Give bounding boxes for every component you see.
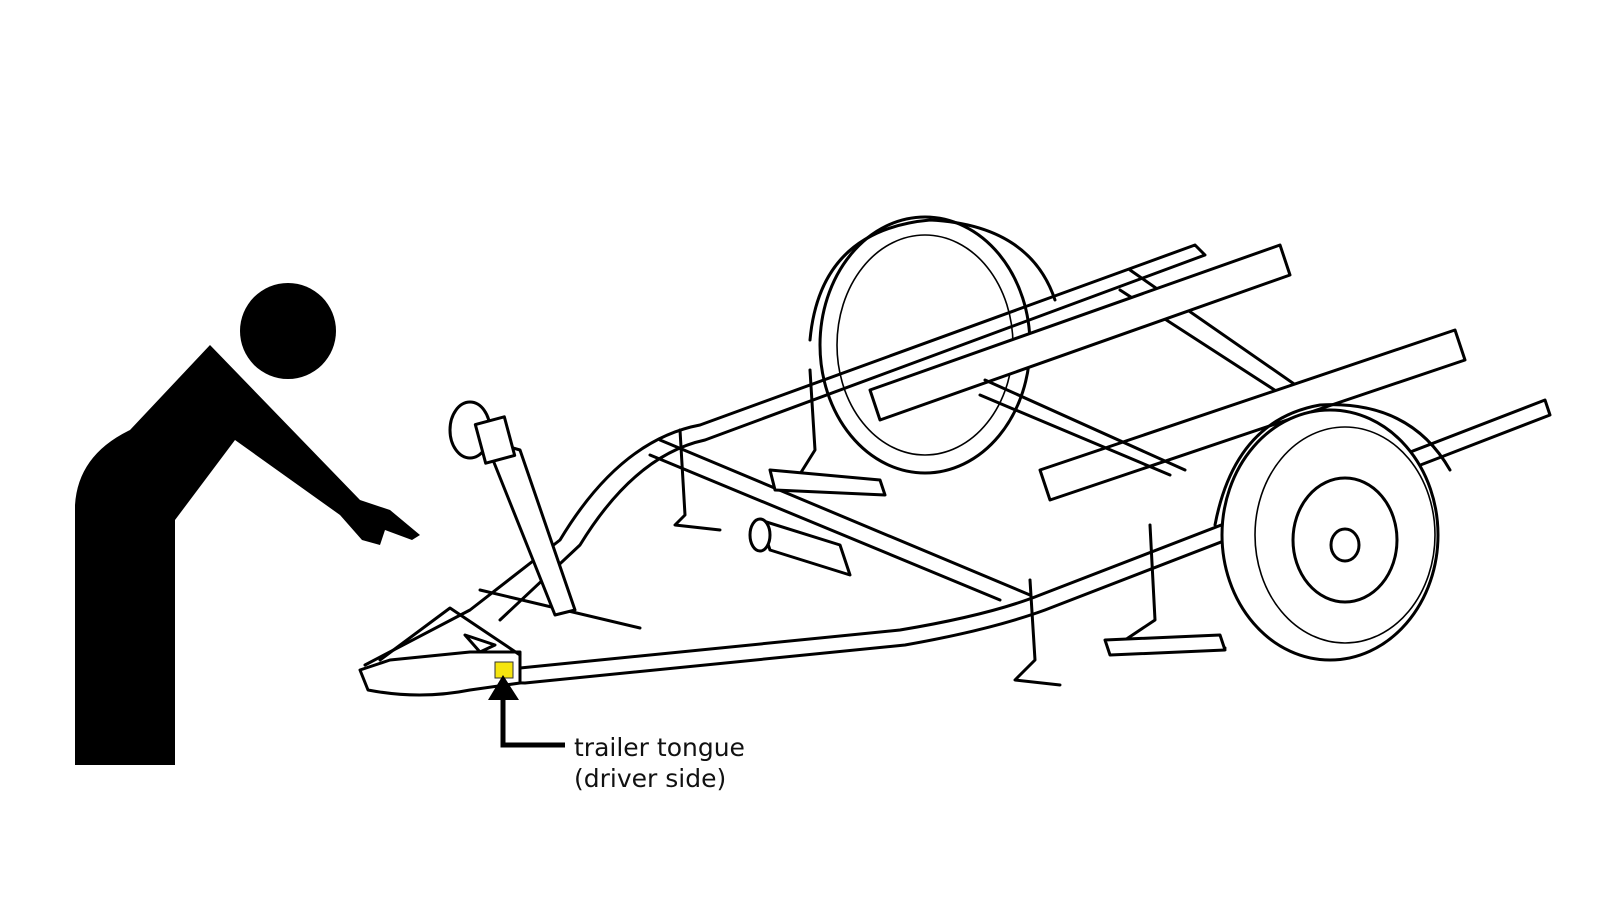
callout-line-1: trailer tongue [574, 733, 745, 762]
trailer-frame [358, 243, 1552, 697]
bunk-boards [868, 243, 1467, 502]
front-wheel [1213, 403, 1452, 662]
keel-roller [748, 517, 852, 577]
callout-label: trailer tongue (driver side) [574, 732, 745, 794]
callout-line-2: (driver side) [574, 764, 727, 793]
arrow-icon [488, 675, 565, 748]
person-pointing-figure [75, 283, 420, 765]
winch-stand [448, 400, 577, 617]
marker-square [494, 661, 514, 679]
bunk-brackets [673, 368, 1227, 687]
